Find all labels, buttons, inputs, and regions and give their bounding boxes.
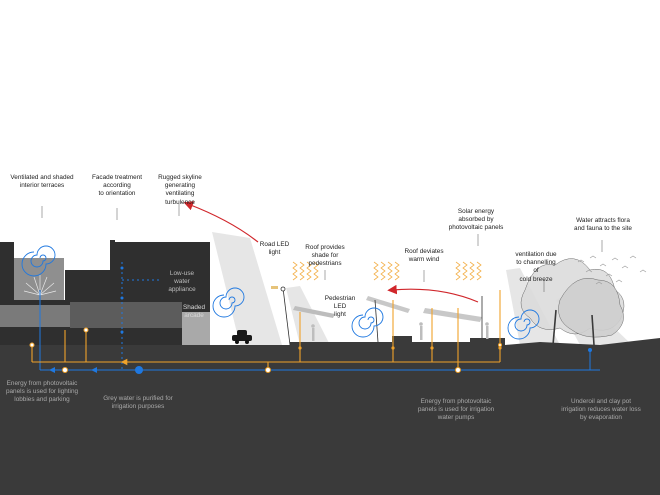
shaded-arcade-void bbox=[182, 312, 210, 345]
leader-lines bbox=[41, 204, 603, 292]
buildings bbox=[0, 240, 482, 345]
energy-network bbox=[31, 290, 501, 370]
water-nodes bbox=[120, 266, 592, 374]
car-icon bbox=[232, 330, 252, 344]
bird-flock-icon bbox=[577, 255, 647, 285]
energy-dots bbox=[298, 346, 502, 350]
energy-nodes bbox=[29, 327, 502, 373]
swirl-icon bbox=[21, 245, 540, 340]
sun-rays-icon bbox=[292, 261, 482, 281]
wind-arrow-icon bbox=[183, 201, 479, 303]
ground bbox=[0, 336, 660, 495]
plant-icon bbox=[23, 275, 57, 296]
tree-icon bbox=[520, 258, 625, 346]
water-network bbox=[39, 262, 600, 373]
pedestrian-figures bbox=[311, 322, 489, 341]
arcade-band-left bbox=[0, 305, 70, 327]
arcade-band bbox=[70, 302, 182, 328]
